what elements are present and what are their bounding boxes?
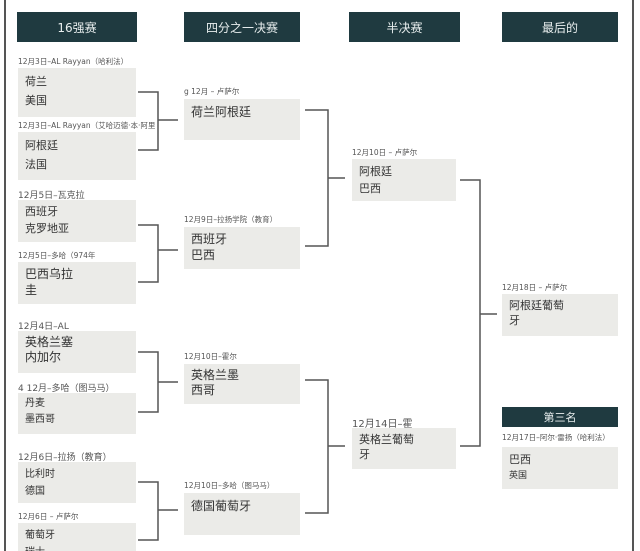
team-name: 英格兰塞 xyxy=(25,335,74,349)
team-name: 墨西哥 xyxy=(25,414,55,425)
header-sf: 半决赛 xyxy=(349,12,460,42)
match-label: 12月4日–AL xyxy=(18,322,69,332)
match-box: 阿根廷巴西 xyxy=(352,159,456,201)
match-box: 英格兰葡萄牙 xyxy=(352,428,456,469)
team-name: 巴西 xyxy=(509,453,531,466)
team-name: 荷兰 xyxy=(25,75,47,88)
match-box: 西班牙克罗地亚 xyxy=(18,200,136,242)
team-name: 克罗地亚 xyxy=(25,222,69,235)
match-label: g 12月 – 卢萨尔 xyxy=(184,87,240,96)
team-name: 巴西乌拉 xyxy=(25,267,74,281)
right-border xyxy=(632,0,634,551)
header-third: 第三名 xyxy=(502,407,618,427)
match-label: 12月6日 – 卢萨尔 xyxy=(18,512,79,521)
team-name: 英格兰墨 xyxy=(191,368,240,382)
match-box: 比利时德国 xyxy=(18,462,136,503)
match-box: 英格兰塞内加尔 xyxy=(18,331,136,373)
team-name: 西班牙 xyxy=(191,232,228,246)
team-name: 圭 xyxy=(25,283,38,297)
team-name: 法国 xyxy=(25,158,47,171)
match-box: 西班牙巴西 xyxy=(184,227,300,269)
team-name: 瑞士 xyxy=(25,544,129,551)
match-box: 巴西乌拉圭 xyxy=(18,262,136,304)
team-name: 荷兰阿根廷 xyxy=(191,105,252,119)
team-name: 阿根廷 xyxy=(359,165,392,178)
team-name: 阿根廷葡萄 xyxy=(509,299,564,312)
match-label: 12月10日–多哈（图马马） xyxy=(184,481,275,490)
team-name: 牙 xyxy=(509,314,520,327)
match-box: 德国葡萄牙 xyxy=(184,493,300,535)
match-label: 12月3日–AL Rayyan（艾哈迈德·本·阿里 xyxy=(18,121,156,130)
match-label: 12月10日 – 卢萨尔 xyxy=(352,148,418,157)
match-label: 12月18日 – 卢萨尔 xyxy=(502,283,568,292)
team-name: 牙 xyxy=(359,448,370,461)
header-final: 最后的 xyxy=(502,12,618,42)
team-name: 德国葡萄牙 xyxy=(191,499,252,513)
match-label: 12月17日–阿尔·雷扬（哈利法） xyxy=(502,433,610,442)
match-label: 12月14日–霍 xyxy=(352,419,413,430)
match-box: 丹麦墨西哥 xyxy=(18,393,136,434)
match-label: 12月6日–拉扬（教育） xyxy=(18,453,112,463)
match-box: 荷兰美国 xyxy=(18,68,136,117)
team-name: 丹麦 xyxy=(25,398,45,409)
match-box: 荷兰阿根廷 xyxy=(184,99,300,140)
match-label: 12月9日–拉扬学院（教育） xyxy=(184,215,278,224)
header-r16: 16强赛 xyxy=(17,12,137,42)
team-name: 阿根廷 xyxy=(25,139,58,152)
team-name: 巴西 xyxy=(359,182,381,195)
team-name: 西班牙 xyxy=(25,205,58,218)
team-name: 德国 xyxy=(25,486,45,497)
team-name: 英格兰葡萄 xyxy=(359,433,414,446)
team-name: 比利时 xyxy=(25,469,55,480)
match-label: 12月5日–多哈（974年 xyxy=(18,251,96,260)
third-place-box: 巴西英国 xyxy=(502,447,618,489)
team-name: 英国 xyxy=(509,471,528,481)
match-label: 12月5日–瓦克拉 xyxy=(18,191,85,201)
team-name: 美国 xyxy=(25,94,47,107)
match-label: 12月10日–霍尔 xyxy=(184,352,237,361)
match-label: 12月3日–AL Rayyan（哈利法） xyxy=(18,57,129,66)
header-qf: 四分之一决赛 xyxy=(184,12,300,42)
team-name: 西哥 xyxy=(191,383,216,397)
final-box: 阿根廷葡萄牙 xyxy=(502,294,618,336)
team-name: 葡萄牙 xyxy=(25,530,55,541)
match-box: 英格兰墨西哥 xyxy=(184,364,300,404)
match-box: 阿根廷法国 xyxy=(18,132,136,180)
match-box: 葡萄牙瑞士 xyxy=(18,523,136,551)
team-name: 内加尔 xyxy=(25,350,62,364)
team-name: 巴西 xyxy=(191,248,216,262)
match-label: 4 12月–多哈（图马马） xyxy=(18,384,115,394)
left-border xyxy=(4,0,6,551)
